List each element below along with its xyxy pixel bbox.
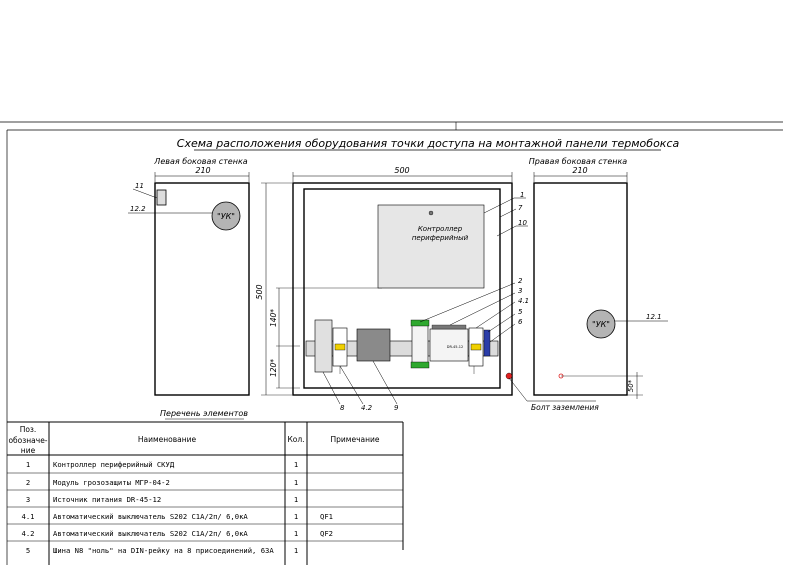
cell-qty: 1	[294, 495, 298, 504]
callout-1: 1	[520, 191, 524, 199]
right-wall-panel	[533, 182, 628, 396]
cell-qty: 1	[294, 478, 298, 487]
left-wall-label: Левая боковая стенка	[153, 157, 247, 166]
right-reader-circle	[586, 309, 616, 339]
header-pos-2: обозначе-	[8, 436, 47, 445]
right-reader-label: "УК"	[592, 320, 610, 329]
cell-pos: 4.2	[22, 529, 35, 538]
dim-140: 140*	[269, 309, 278, 327]
diagram-title: Схема расположения оборудования точки до…	[177, 137, 680, 150]
callout-12-1: 12.1	[646, 313, 662, 321]
right-wall-width-dim: 210	[572, 166, 587, 175]
dim-120: 120*	[269, 359, 278, 377]
controller-screw	[428, 210, 434, 216]
table-caption: Перечень элементов	[160, 409, 248, 418]
cell-pos: 3	[26, 495, 30, 504]
terminal-block-8	[314, 319, 333, 373]
table-rows: 1 Контроллер периферийный СКУД 1 2 Модуль гр…	[22, 460, 333, 555]
ground-bolt-front	[505, 372, 513, 380]
cell-qty: 1	[294, 512, 298, 521]
right-wall-label: Правая боковая стенка	[529, 157, 628, 166]
psu-text: DR-45-12	[447, 345, 463, 349]
cell-note: QF1	[320, 512, 333, 521]
cell-pos: 1	[26, 460, 30, 469]
header-qty: Кол.	[287, 435, 304, 444]
header-note: Примечание	[331, 435, 380, 444]
elements-table	[7, 421, 404, 565]
cell-name: Автоматический выключатель S202 C1A/2п/ …	[53, 529, 248, 538]
header-pos-3: ние	[21, 446, 36, 455]
cell-name: Автоматический выключатель S202 C1A/2п/ …	[53, 512, 248, 521]
callout-10: 10	[518, 219, 527, 227]
neutral-bus	[483, 329, 491, 357]
left-reader-label: "УК"	[217, 212, 235, 221]
cell-qty: 1	[294, 460, 298, 469]
controller-label-1: Контроллер	[418, 225, 463, 233]
header-pos-1: Поз.	[20, 425, 37, 434]
power-supply	[429, 328, 469, 362]
cell-qty: 1	[294, 546, 298, 555]
cell-note: QF2	[320, 529, 333, 538]
callout-3: 3	[518, 287, 522, 295]
header-name: Наименование	[138, 435, 197, 444]
left-wall-width-dim: 210	[195, 166, 210, 175]
callout-12-2: 12.2	[130, 205, 146, 213]
left-reader-circle	[211, 201, 241, 231]
cell-name: Модуль грозозащиты МГР-04-2	[53, 478, 170, 487]
front-box-outer	[292, 182, 513, 396]
cell-name: Контроллер периферийный СКУД	[53, 460, 175, 469]
callout-7: 7	[518, 204, 523, 212]
left-wall-panel	[154, 182, 250, 396]
callout-2: 2	[518, 277, 523, 285]
surge-module	[411, 321, 429, 367]
callout-6: 6	[518, 318, 523, 326]
cell-qty: 1	[294, 529, 298, 538]
callout-11: 11	[135, 182, 144, 190]
dim-50: 50*	[627, 379, 635, 392]
junction-box-9	[356, 328, 391, 362]
cell-name: Шина N8 "ноль" на DIN-рейку на 8 присоед…	[53, 546, 274, 555]
controller-label-2: периферийный	[412, 234, 469, 242]
cell-pos: 4.1	[22, 512, 35, 521]
cell-pos: 2	[26, 478, 30, 487]
cell-name: Источник питания DR-45-12	[53, 495, 161, 504]
controller-block	[377, 204, 485, 289]
mounting-plate	[303, 188, 501, 389]
front-width-dim: 500	[394, 166, 409, 175]
callout-8: 8	[340, 404, 345, 412]
ground-bolt-label: Болт заземления	[531, 403, 599, 412]
front-height-dim: 500	[255, 284, 264, 299]
cell-pos: 5	[26, 546, 30, 555]
left-wall-component-11	[156, 189, 167, 206]
callout-4-2: 4.2	[361, 404, 373, 412]
callout-4-1: 4.1	[518, 297, 529, 305]
callout-5: 5	[518, 308, 523, 316]
callout-9: 9	[394, 404, 399, 412]
